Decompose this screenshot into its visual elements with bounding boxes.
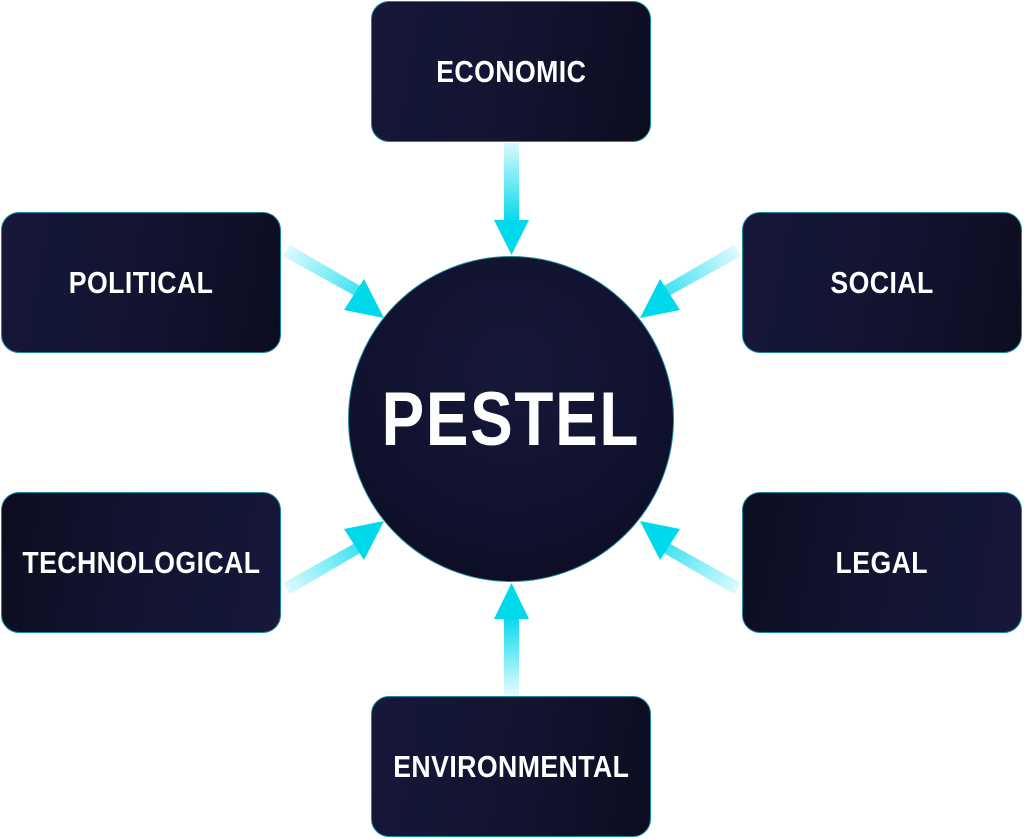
center-node-pestel: PESTEL [348,256,674,582]
node-legal-label: LEGAL [835,544,929,580]
node-technological-label: TECHNOLOGICAL [21,544,261,580]
node-social: SOCIAL [742,212,1022,353]
arrow-environmental [494,583,529,695]
node-environmental: ENVIRONMENTAL [371,696,651,837]
arrow-legal [640,521,741,594]
node-technological: TECHNOLOGICAL [1,492,281,633]
node-social-label: SOCIAL [830,264,934,300]
node-political-label: POLITICAL [68,264,214,300]
center-label: PESTEL [381,376,641,462]
arrow-political [283,245,384,318]
node-political: POLITICAL [1,212,281,353]
arrow-technological [283,521,384,594]
node-environmental-label: ENVIRONMENTAL [392,748,630,784]
arrow-social [640,245,741,318]
node-economic-label: ECONOMIC [435,53,587,89]
node-economic: ECONOMIC [371,1,651,142]
node-legal: LEGAL [742,492,1022,633]
arrow-economic [494,143,529,255]
